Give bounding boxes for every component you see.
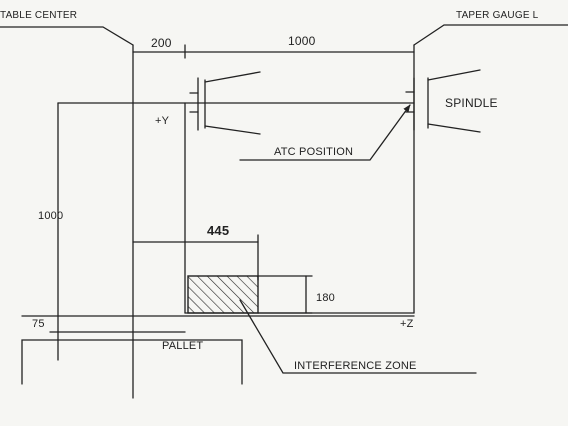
zone-height-label: 180: [316, 292, 335, 304]
interference-leader: [239, 299, 477, 374]
vertical-dimension: 1000: [38, 210, 64, 222]
interference-zone-label: INTERFERENCE ZONE: [294, 360, 417, 372]
tool-holder-shape: [189, 71, 261, 135]
taper-gauge-label: TAPER GAUGE L: [456, 10, 539, 21]
table-center-label: TABLE CENTER: [0, 10, 78, 21]
base-offset-label: 75: [32, 318, 45, 330]
pallet-label: PALLET: [162, 340, 204, 352]
atc-leader: [239, 104, 411, 161]
zone-width-label: 445: [207, 223, 230, 238]
atc-position-label: ATC POSITION: [274, 146, 354, 158]
table-center-leader: [0, 26, 134, 46]
taper-gauge-leader: [413, 24, 568, 46]
top-right-dimension: 1000: [288, 34, 316, 48]
pallet-outline: [21, 339, 243, 385]
top-left-dimension: 200: [151, 36, 172, 50]
interference-zone-box: [187, 275, 259, 314]
plus-z-label: +Z: [400, 318, 414, 330]
spindle-label: SPINDLE: [445, 96, 498, 110]
plus-y-label: +Y: [155, 115, 170, 127]
